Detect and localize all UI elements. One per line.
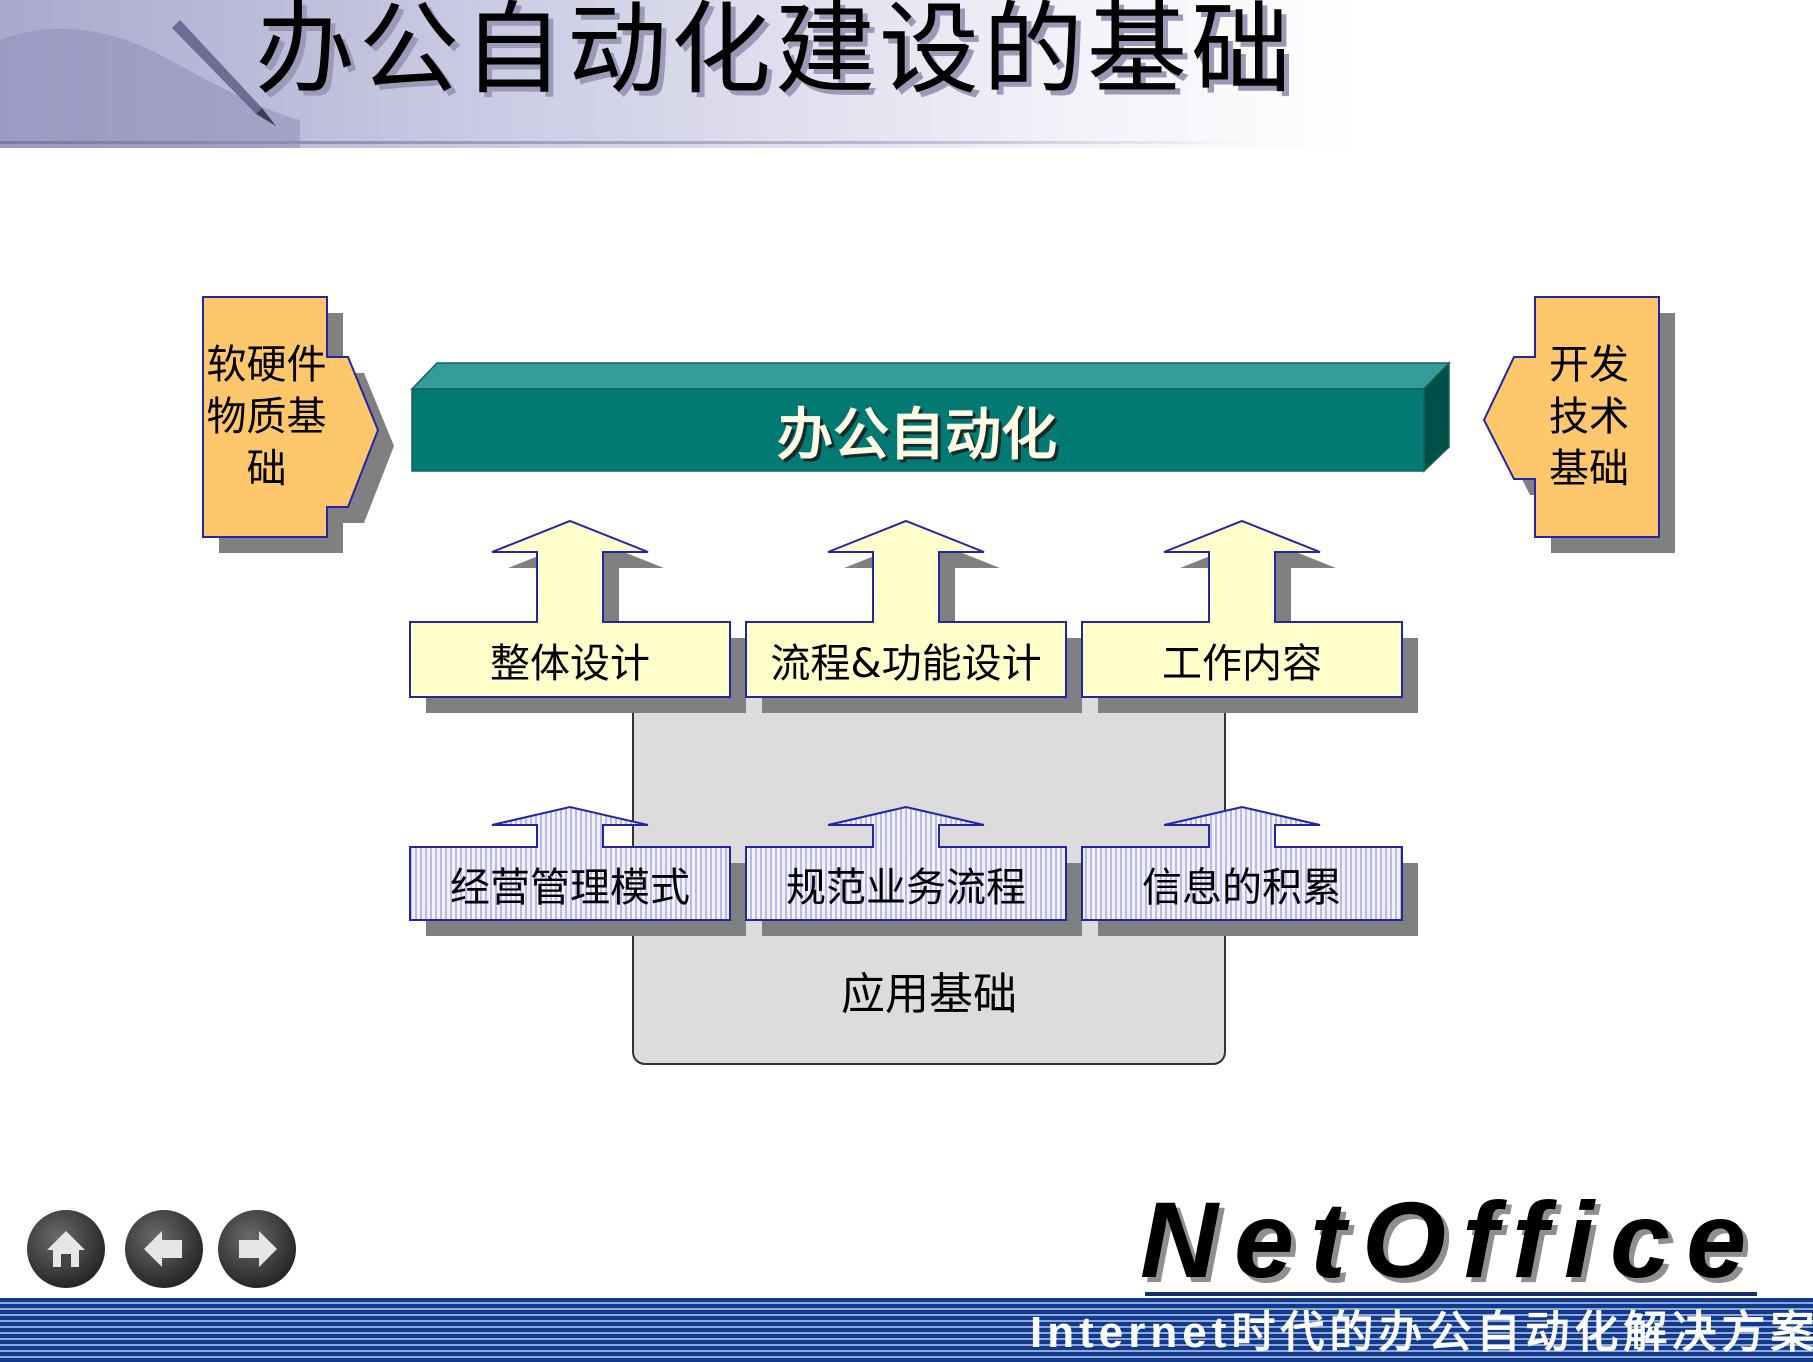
footer-bar	[0, 1298, 1813, 1362]
lower-label-3: 信息的积累	[1142, 864, 1342, 911]
page-title: 办公自动化建设的基础	[255, 0, 1295, 108]
lower-label-1: 经营管理模式	[450, 864, 690, 911]
upper-label-1: 整体设计	[490, 640, 650, 687]
application-base-label: 应用基础	[841, 969, 1017, 1020]
main-bar-label: 办公自动化	[777, 402, 1057, 468]
back-button[interactable]	[125, 1210, 203, 1288]
lower-arrow-box-2	[745, 805, 1082, 936]
back-icon	[144, 1231, 182, 1267]
left-input-label: 软硬件物质基础	[206, 342, 327, 492]
home-button[interactable]	[27, 1210, 105, 1288]
upper-label-3: 工作内容	[1162, 640, 1322, 687]
header-banner	[0, 0, 1813, 148]
header-divider	[0, 141, 1250, 144]
home-icon	[47, 1231, 85, 1267]
forward-icon	[239, 1231, 277, 1267]
lower-arrow-box-1	[409, 805, 746, 936]
right-input-label: 开发技术基础	[1549, 342, 1629, 492]
upper-arrow-box-3	[1081, 519, 1418, 713]
forward-button[interactable]	[218, 1210, 296, 1288]
pen-decoration-icon	[0, 20, 300, 148]
netoffice-logo: NetOffice	[1140, 1179, 1763, 1300]
lower-arrow-box-3	[1081, 805, 1418, 936]
upper-arrow-box-2	[745, 519, 1082, 713]
upper-label-2: 流程&功能设计	[770, 640, 1042, 687]
footer-caption: Internet时代的办公自动化解决方案	[1030, 1308, 1813, 1357]
logo-underline	[1145, 1292, 1757, 1296]
left-input-arrow-box	[202, 296, 394, 553]
lower-label-2: 规范业务流程	[786, 864, 1026, 911]
office-automation-bar	[410, 361, 1451, 473]
right-input-arrow-box	[1482, 296, 1675, 553]
upper-arrow-box-1	[409, 519, 746, 713]
